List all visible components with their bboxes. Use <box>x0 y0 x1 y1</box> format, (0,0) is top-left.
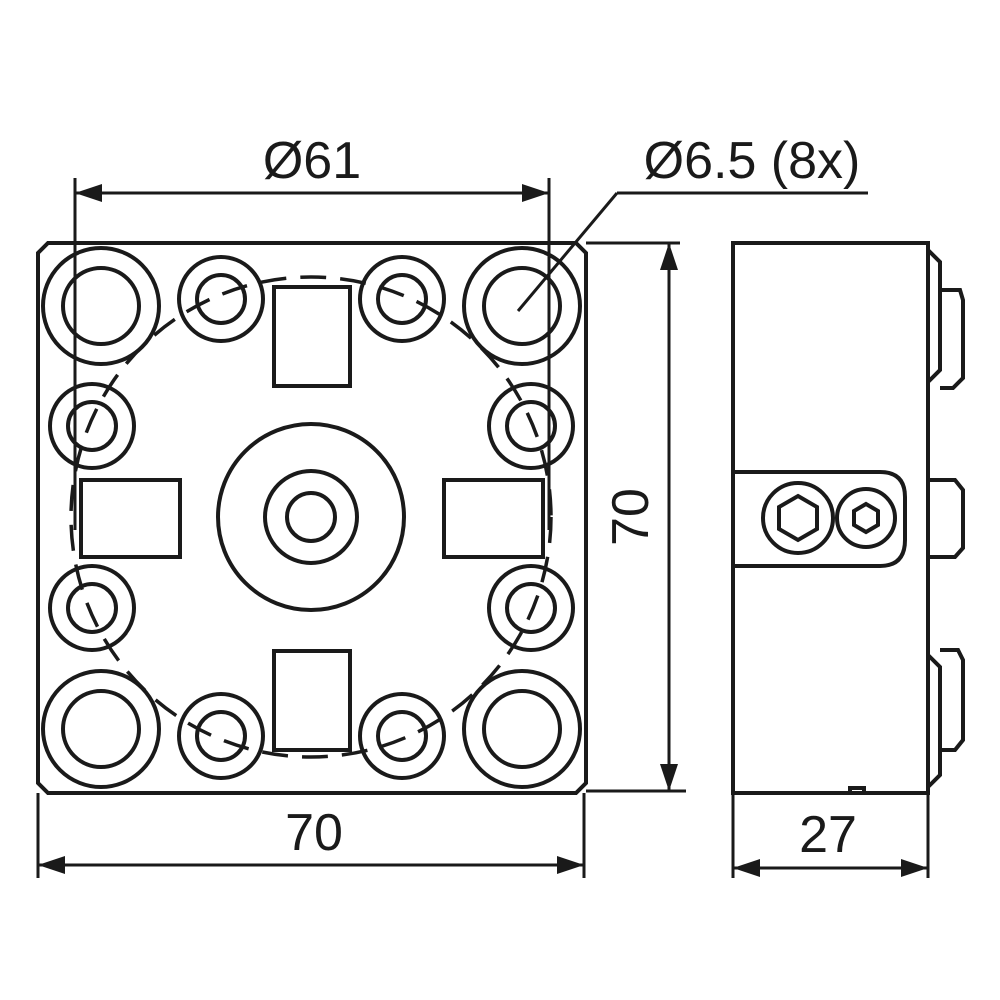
slot-top <box>272 285 352 388</box>
front-plate-outline <box>36 241 588 795</box>
side-body <box>731 241 930 795</box>
side-nub-middle <box>928 478 965 559</box>
dim-label-height: 70 <box>602 488 660 546</box>
bolt-circle-holes <box>48 255 575 780</box>
counterbore-bottom-right <box>462 669 582 789</box>
front-view <box>36 241 588 795</box>
boss-inner <box>285 491 337 543</box>
slot-left <box>79 478 182 559</box>
hex-socket-small <box>852 501 880 535</box>
socket-screw-small <box>835 487 897 549</box>
hole-1 <box>177 255 265 343</box>
center-boss <box>216 422 406 612</box>
side-view <box>731 241 965 795</box>
counterbore-bottom-left-inner <box>61 689 141 769</box>
hole-3-inner <box>66 400 118 452</box>
socket-screw-large <box>761 481 835 555</box>
hole-4 <box>487 382 575 470</box>
boss-middle <box>263 469 359 565</box>
counterbore-top-right <box>462 246 582 366</box>
dimension-labels: Ø61 Ø6.5 (8x) 70 70 27 <box>263 132 861 864</box>
bolt-circle-dashed <box>69 275 553 759</box>
hole-1-inner <box>195 273 247 325</box>
hole-7-inner <box>195 710 247 762</box>
dim-label-depth: 27 <box>799 806 857 864</box>
clamp-band <box>733 470 907 568</box>
hole-6-inner <box>505 582 557 634</box>
boss-outer <box>216 422 406 612</box>
hole-4-inner <box>505 400 557 452</box>
bottom-tab <box>848 786 866 795</box>
hole-5-inner <box>66 582 118 634</box>
counterbore-bottom-left <box>41 669 161 789</box>
hole-3 <box>48 382 136 470</box>
hole-5 <box>48 564 136 652</box>
hole-2-inner <box>376 273 428 325</box>
hole-leader-diagonal <box>516 192 619 312</box>
hole-2 <box>358 255 446 343</box>
hole-6 <box>487 564 575 652</box>
hole-7 <box>177 692 265 780</box>
slot-right <box>442 478 545 559</box>
counterbore-top-left-inner <box>61 266 141 346</box>
dimension-lines <box>36 178 930 878</box>
hole-8 <box>358 692 446 780</box>
slot-bottom <box>272 649 352 752</box>
dim-label-width: 70 <box>285 804 343 862</box>
counterbore-bottom-right-inner <box>482 689 562 769</box>
side-nub-bottom <box>926 648 965 789</box>
hex-socket-large <box>777 493 819 543</box>
corner-counterbores <box>41 246 582 789</box>
dim-label-bolt-circle: Ø61 <box>263 132 361 190</box>
slots <box>79 285 545 752</box>
counterbore-top-left <box>41 246 161 366</box>
side-nub-top <box>926 248 965 390</box>
hole-8-inner <box>376 710 428 762</box>
counterbore-top-right-inner <box>482 266 562 346</box>
dim-label-hole: Ø6.5 (8x) <box>644 132 861 190</box>
